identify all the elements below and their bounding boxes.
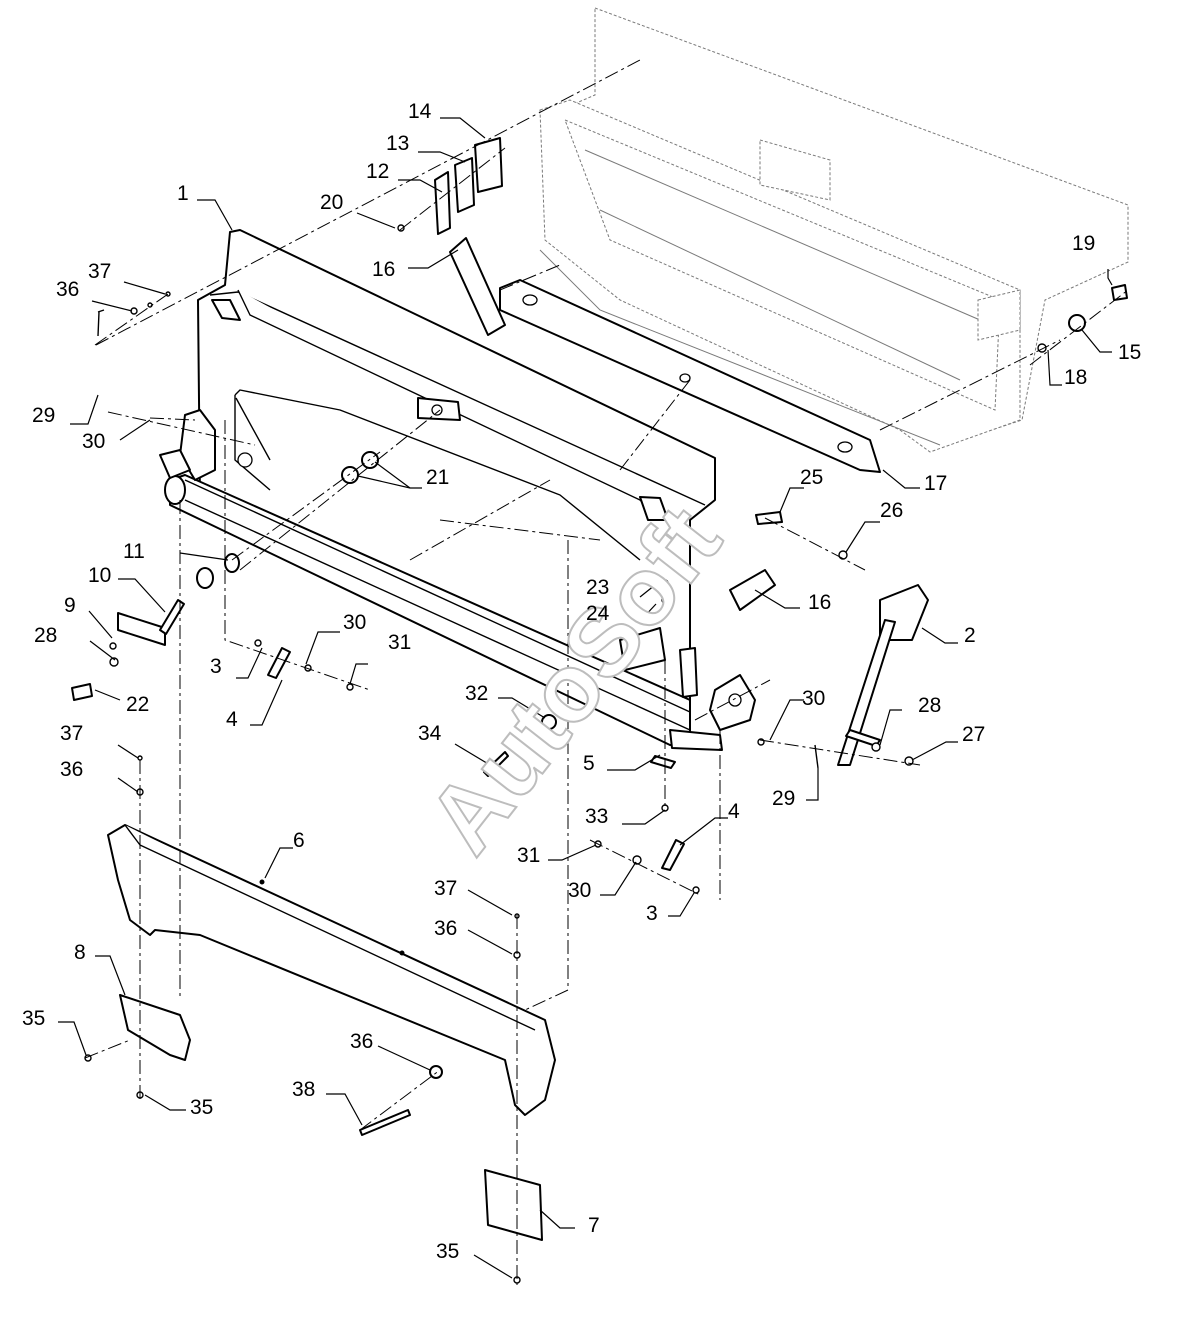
shims-12-13-14: [434, 137, 503, 235]
left-hinge-bracket: [159, 409, 253, 481]
callout-9: 9: [64, 594, 76, 617]
callout-6: 6: [293, 829, 305, 852]
callout-28-left: 28: [34, 624, 57, 647]
main-cross-shaft: [164, 474, 723, 751]
callout-27: 27: [962, 723, 985, 746]
callout-36-left-top: 36: [56, 278, 79, 301]
callout-37-right: 37: [434, 877, 457, 900]
callout-35-bottom: 35: [436, 1240, 459, 1263]
leader-lines: [58, 117, 1113, 1279]
callout-36-lower: 36: [350, 1030, 373, 1053]
part-7-mounting-plate: [484, 1169, 543, 1241]
callout-33: 33: [585, 805, 608, 828]
callout-29-right: 29: [772, 787, 795, 810]
callout-36-left-mid: 36: [60, 758, 83, 781]
part-16-plate-lower: [729, 569, 776, 611]
callout-35-mid: 35: [190, 1096, 213, 1119]
callout-15: 15: [1118, 341, 1141, 364]
callout-21: 21: [426, 466, 449, 489]
callout-labels: 1 14 13 12 20 16 37 36 29 30 21 11 10 9 …: [22, 100, 1141, 1263]
callout-7: 7: [588, 1214, 600, 1237]
callout-16-upper: 16: [372, 258, 395, 281]
callout-10: 10: [88, 564, 111, 587]
callout-8: 8: [74, 941, 86, 964]
callout-3-left: 3: [210, 655, 222, 678]
callout-31-mid: 31: [388, 631, 411, 654]
callout-38: 38: [292, 1078, 315, 1101]
assembly-axis-lines: [84, 59, 1129, 1285]
callout-12: 12: [366, 160, 389, 183]
callout-3-right: 3: [646, 902, 658, 925]
callout-19: 19: [1072, 232, 1095, 255]
callout-11: 11: [123, 540, 145, 563]
callout-31-right: 31: [517, 844, 540, 867]
callout-23: 23: [586, 576, 609, 599]
callout-30-mid: 30: [343, 611, 366, 634]
part-16-plate-upper: [449, 237, 506, 336]
callout-4-right: 4: [728, 800, 740, 823]
callout-30-lower: 30: [568, 879, 591, 902]
callout-14: 14: [408, 100, 432, 123]
callout-26: 26: [880, 499, 903, 522]
callout-20: 20: [320, 191, 343, 214]
callout-22: 22: [126, 693, 149, 716]
callout-16-lower: 16: [808, 591, 831, 614]
callout-17: 17: [924, 472, 947, 495]
callout-1: 1: [177, 182, 189, 205]
callout-34: 34: [418, 722, 442, 745]
callout-4-left: 4: [226, 708, 238, 731]
callout-36-right-mid: 36: [434, 917, 457, 940]
callout-29-left: 29: [32, 404, 55, 427]
callout-35-left: 35: [22, 1007, 45, 1030]
right-hinge-bracket: [619, 627, 756, 731]
part-17-rear-bar: [499, 279, 881, 473]
callout-37-left-mid: 37: [60, 722, 83, 745]
callout-28-right: 28: [918, 694, 941, 717]
part-2-pin-handle: [837, 584, 929, 766]
callout-18: 18: [1064, 366, 1087, 389]
callout-30-right: 30: [802, 687, 825, 710]
callout-2: 2: [964, 624, 976, 647]
callout-30-left: 30: [82, 430, 105, 453]
callout-37-left-top: 37: [88, 260, 111, 283]
callout-32: 32: [465, 682, 488, 705]
callout-13: 13: [386, 132, 409, 155]
callout-5: 5: [583, 752, 595, 775]
callout-25: 25: [800, 466, 823, 489]
callout-24: 24: [586, 602, 610, 625]
ghost-frame-assembly: [539, 7, 1129, 453]
part-8-bracket: [119, 994, 191, 1061]
